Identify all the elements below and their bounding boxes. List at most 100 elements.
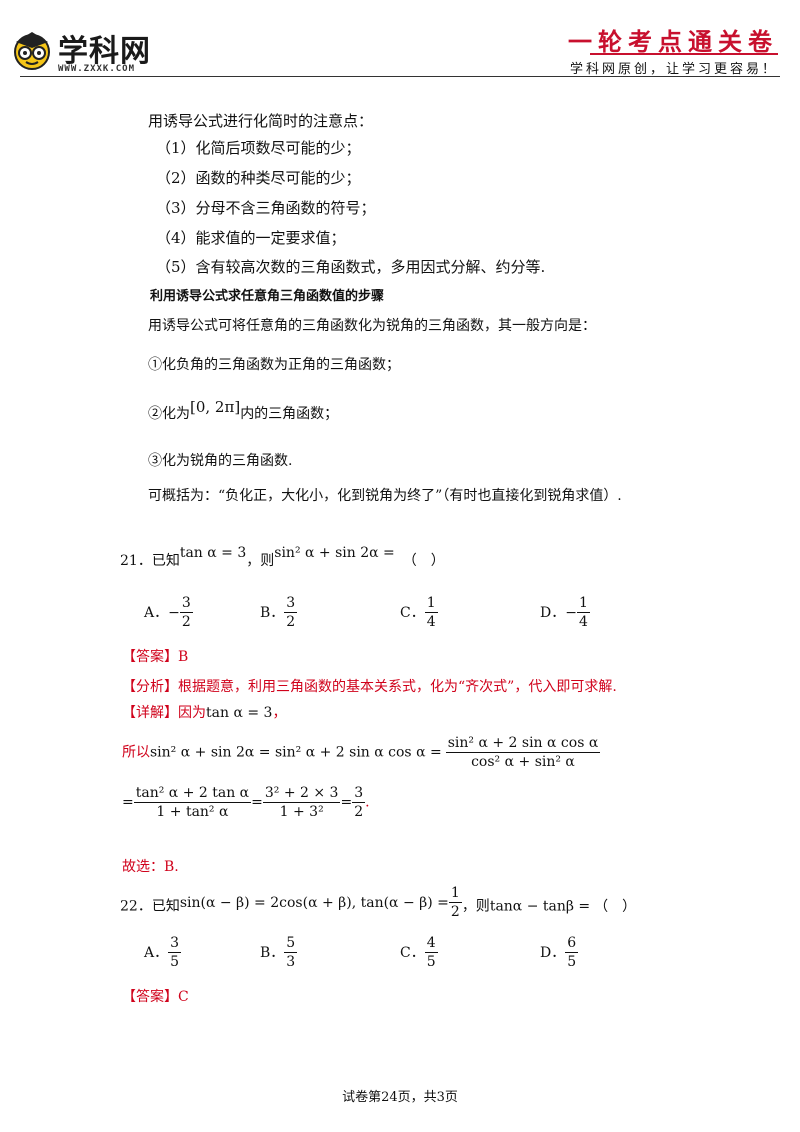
header-rule	[20, 76, 780, 77]
notes-item: （3）分母不含三角函数的符号；	[156, 199, 376, 217]
denominator: 1 + 3²	[279, 804, 324, 820]
numerator: 3	[284, 595, 298, 613]
q22-condition: sin(α − β) = 2cos(α + β), tan(α − β) =	[179, 894, 449, 911]
denominator: 2	[450, 904, 460, 920]
steps-heading: 利用诱导公式求任意角三角函数值的步骤	[150, 289, 385, 304]
detail-post: ，	[272, 705, 287, 721]
step-3: ③化为锐角的三角函数.	[148, 453, 293, 469]
numerator: 5	[284, 935, 298, 953]
q21-mid: ，则	[246, 553, 275, 569]
denominator: 5	[567, 954, 577, 970]
numerator: 3	[168, 935, 182, 953]
q21-stem: 21．已知tan α = 3，则sin² α + sin 2α =（ ）	[120, 545, 445, 572]
q22-answer: 【答案】C	[122, 989, 189, 1005]
q22-mid: ，则	[461, 898, 490, 915]
q21-paren: （ ）	[402, 553, 445, 569]
numerator: 1	[576, 595, 590, 613]
q22-stem: 22．已知sin(α − β) = 2cos(α + β), tan(α − β…	[120, 885, 637, 925]
numerator: 3	[179, 595, 193, 613]
equals: =	[122, 794, 134, 811]
header-red-rule	[590, 53, 778, 55]
detail-pre: 因为	[178, 705, 206, 721]
analysis-tag: 【分析】	[122, 679, 178, 695]
notes-item: （1）化简后项数尽可能的少；	[156, 139, 361, 157]
q21-analysis: 【分析】根据题意，利用三角函数的基本关系式，化为“齐次式”，代入即可求解.	[122, 676, 617, 698]
option-sign: −	[168, 605, 180, 621]
denominator: 2	[354, 804, 364, 820]
denominator: 1 + tan² α	[156, 804, 229, 820]
numerator: 1	[448, 885, 462, 903]
option-label: A．	[144, 945, 169, 961]
numerator: 3	[352, 785, 366, 803]
denominator: 4	[426, 614, 436, 630]
line-expression: sin² α + sin 2α = sin² α + 2 sin α cos α…	[150, 744, 442, 761]
notes-item: （4）能求值的一定要求值；	[156, 229, 346, 247]
equals: =	[340, 794, 353, 811]
option-label: D．	[540, 605, 566, 621]
denominator: 2	[286, 614, 296, 630]
q22-number: 22．已知	[120, 898, 180, 915]
page-footer: 试卷第24页，共3页	[342, 1090, 458, 1105]
step-2-pre: ②化为	[148, 406, 190, 422]
logo: 学科网 WWW.ZXXK.COM	[10, 14, 180, 76]
option-label: B．	[260, 945, 285, 961]
numerator: tan² α + 2 tan α	[133, 785, 252, 803]
header-slogan: 学科网原创，让学习更容易！	[569, 62, 778, 77]
notes-item: （2）函数的种类尽可能的少；	[156, 169, 361, 187]
q22-expression: tanα − tanβ =	[489, 898, 591, 915]
step-2-interval: [0, 2π]	[190, 398, 241, 416]
option-label: C．	[400, 945, 425, 961]
denominator: 4	[578, 614, 588, 630]
q22-paren: （ ）	[594, 898, 637, 915]
equals: =	[251, 794, 263, 811]
logo-url: WWW.ZXXK.COM	[58, 64, 136, 74]
option-label: B．	[260, 605, 285, 621]
steps-summary: 可概括为：“负化正，大化小，化到锐角为终了”（有时也直接化到锐角求值）.	[148, 488, 622, 504]
line-prefix: 所以	[122, 744, 150, 761]
notes-intro: 用诱导公式进行化简时的注意点：	[148, 112, 374, 130]
denominator: cos² α + sin² α	[471, 754, 575, 770]
q21-choose: 故选：B.	[122, 859, 179, 875]
detail-condition: tan α = 3	[206, 705, 273, 721]
denominator: 5	[426, 954, 436, 970]
logo-mascot-icon	[14, 32, 50, 70]
detail-tag: 【详解】	[122, 705, 178, 721]
denominator: 3	[286, 954, 296, 970]
option-label: D．	[540, 945, 566, 961]
step-2: ②化为[0, 2π]内的三角函数；	[148, 398, 338, 425]
notes-item: （5）含有较高次数的三角函数式，多用因式分解、约分等.	[156, 258, 546, 276]
numerator: 6	[565, 935, 579, 953]
q21-answer: 【答案】B	[122, 649, 189, 665]
logo-text: 学科网	[58, 34, 151, 69]
denominator: 5	[170, 954, 180, 970]
steps-intro: 用诱导公式可将任意角的三角函数化为锐角的三角函数，其一般方向是：	[148, 318, 596, 334]
numerator: 4	[424, 935, 438, 953]
q21-derivation-line-1: 所以sin² α + sin 2α = sin² α + 2 sin α cos…	[122, 734, 601, 771]
header-title: 一轮考点通关卷	[568, 27, 778, 56]
q21-expression: sin² α + sin 2α =	[274, 545, 395, 561]
analysis-text: 根据题意，利用三角函数的基本关系式，化为“齐次式”，代入即可求解.	[178, 679, 617, 695]
option-label: A．	[144, 605, 169, 621]
